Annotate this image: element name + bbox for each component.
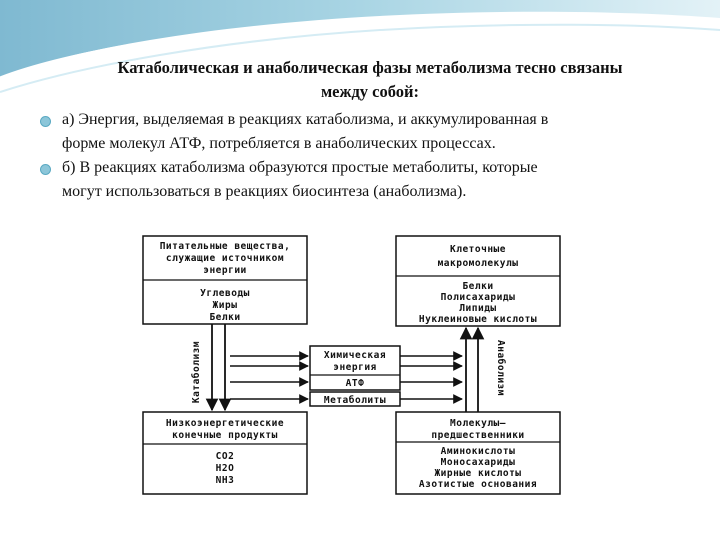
nutrients-item-proteins: Белки xyxy=(209,312,240,323)
anabolism-label: Анаболизм xyxy=(495,340,506,396)
catabolism-arrow: Катаболизм xyxy=(191,324,225,410)
macromolecules-item-polysaccharides: Полисахариды xyxy=(441,292,516,303)
nutrients-header-2: служащие источником xyxy=(166,253,284,264)
catabolism-label: Катаболизм xyxy=(191,341,202,403)
energy-label-2: энергия xyxy=(333,362,377,373)
low-energy-item-co2: CO2 xyxy=(216,451,235,462)
energy-box: Химическая энергия АТФ xyxy=(310,346,400,390)
nutrients-header-1: Питательные вещества, xyxy=(160,241,291,252)
low-energy-header-1: Низкоэнергетические xyxy=(166,418,284,429)
precursors-header-1: Молекулы– xyxy=(450,418,506,429)
precursor-molecules-box: Молекулы– предшественники Аминокислоты М… xyxy=(396,412,560,494)
low-energy-item-h2o: H2O xyxy=(216,463,235,474)
nutrients-box: Питательные вещества, служащие источнико… xyxy=(143,236,307,324)
atp-label: АТФ xyxy=(346,378,365,389)
macromolecules-box: Клеточные макромолекулы Белки Полисахари… xyxy=(396,236,560,326)
macromolecules-header-1: Клеточные xyxy=(450,244,506,255)
precursors-item-nitrogen-bases: Азотистые основания xyxy=(419,479,537,490)
nutrients-header-3: энергии xyxy=(203,265,247,276)
macromolecules-item-nucleic-acids: Нуклеиновые кислоты xyxy=(419,314,537,325)
macromolecules-item-proteins: Белки xyxy=(462,281,493,292)
nutrients-item-fats: Жиры xyxy=(213,300,238,311)
macromolecules-item-lipids: Липиды xyxy=(459,303,496,314)
nutrients-item-carbs: Углеводы xyxy=(200,288,250,299)
macromolecules-header-2: макромолекулы xyxy=(438,258,519,269)
low-energy-header-2: конечные продукты xyxy=(172,430,278,441)
precursors-header-2: предшественники xyxy=(431,430,524,441)
precursors-item-fatty-acids: Жирные кислоты xyxy=(434,468,521,479)
metabolites-box: Метаболиты xyxy=(310,392,400,406)
energy-label-1: Химическая xyxy=(324,350,386,361)
precursors-item-amino-acids: Аминокислоты xyxy=(441,446,516,457)
precursors-item-monosaccharides: Моносахариды xyxy=(441,457,516,468)
metabolites-label: Метаболиты xyxy=(324,395,386,406)
anabolism-arrow: Анаболизм xyxy=(466,328,506,412)
low-energy-products-box: Низкоэнергетические конечные продукты CO… xyxy=(143,412,307,494)
low-energy-item-nh3: NH3 xyxy=(216,475,235,486)
